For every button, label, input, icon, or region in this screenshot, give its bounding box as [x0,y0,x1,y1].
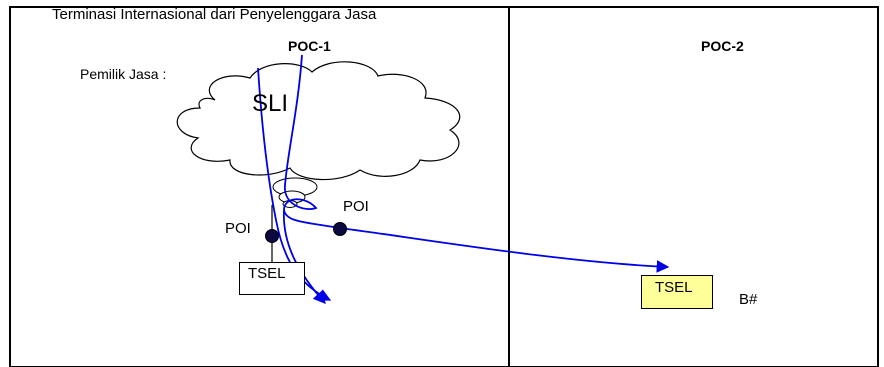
poc1-label: POC-1 [288,38,331,54]
destination-label: B# [739,291,758,308]
outer-frame [9,6,879,367]
sli-label: SLI [252,90,289,117]
route-arrow-3 [283,209,326,304]
poi-right-label: POI [343,198,369,215]
tsel-left-box: TSEL [239,262,305,295]
tsel-left-label: TSEL [248,265,286,282]
sli-cloud [176,61,461,181]
tsel-right-label: TSEL [655,279,693,296]
poi-right-node [333,222,347,236]
diagram-title: Terminasi Internasional dari Penyelengga… [52,6,377,23]
poi-left-node [265,229,279,243]
poc2-label: POC-2 [701,38,744,54]
poi-left-label: POI [225,220,251,237]
route-arrow-2 [283,54,670,273]
owner-label: Pemilik Jasa : [80,66,167,82]
tsel-right-box: TSEL [641,275,713,309]
